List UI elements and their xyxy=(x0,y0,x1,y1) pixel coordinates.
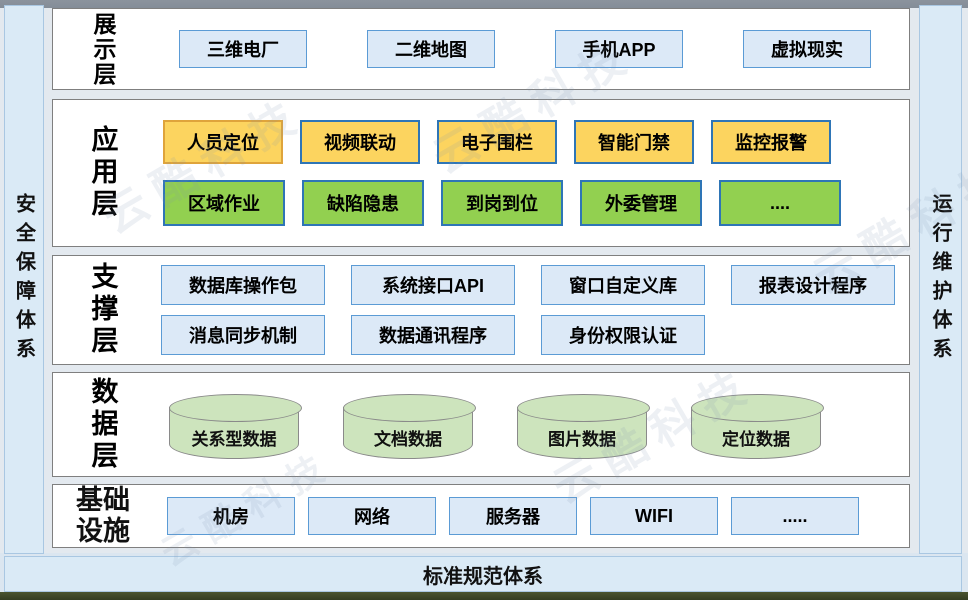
support-box-2: 系统接口API xyxy=(351,265,515,305)
data-cylinder-4-label: 定位数据 xyxy=(722,429,790,449)
data-cylinder-3: 图片数据 xyxy=(516,393,650,459)
app-green-box-1: 区域作业 xyxy=(163,180,285,226)
app-yellow-box-4: 智能门禁 xyxy=(574,120,694,164)
infra-box-4: WIFI xyxy=(590,497,718,535)
support-box-6: 数据通讯程序 xyxy=(351,315,515,355)
app-green-box-4: 外委管理 xyxy=(580,180,702,226)
infrastructure-layer-label: 基础设施 xyxy=(76,484,130,546)
standards-label: 标准规范体系 xyxy=(423,565,543,588)
operation-maintenance-label: 运行维护体系 xyxy=(929,192,951,367)
support-box-7: 身份权限认证 xyxy=(541,315,705,355)
support-box-4: 报表设计程序 xyxy=(731,265,895,305)
support-layer-label: 支撑层 xyxy=(87,262,118,358)
data-cylinder-1-label: 关系型数据 xyxy=(191,429,277,449)
infrastructure-layer-panel: 基础设施 机房 网络 服务器 WIFI ..... xyxy=(52,484,910,548)
infra-box-1: 机房 xyxy=(167,497,295,535)
presentation-box-4: 虚拟现实 xyxy=(743,30,871,68)
standards-bar: 标准规范体系 xyxy=(4,556,962,592)
support-box-5: 消息同步机制 xyxy=(161,315,325,355)
operation-maintenance-bar: 运行维护体系 xyxy=(919,5,962,554)
app-green-box-3: 到岗到位 xyxy=(441,180,563,226)
data-cylinder-2-label: 文档数据 xyxy=(374,429,442,449)
support-layer-panel: 支撑层 数据库操作包 系统接口API 窗口自定义库 报表设计程序 消息同步机制 … xyxy=(52,255,910,365)
application-layer-panel: 应用层 人员定位 视频联动 电子围栏 智能门禁 监控报警 区域作业 缺陷隐患 到… xyxy=(52,99,910,247)
data-layer-panel: 数据层 关系型数据 文档数据 图片数据 定位数据 xyxy=(52,372,910,477)
infra-box-5: ..... xyxy=(731,497,859,535)
infra-box-2: 网络 xyxy=(308,497,436,535)
infra-box-3: 服务器 xyxy=(449,497,577,535)
presentation-layer-label: 展示层 xyxy=(90,11,116,87)
data-cylinder-3-label: 图片数据 xyxy=(548,429,616,449)
app-green-box-5: .... xyxy=(719,180,841,226)
presentation-layer-panel: 展示层 三维电厂 二维地图 手机APP 虚拟现实 xyxy=(52,8,910,90)
security-assurance-label: 安全保障体系 xyxy=(12,192,35,367)
app-green-box-2: 缺陷隐患 xyxy=(302,180,424,226)
app-yellow-box-5: 监控报警 xyxy=(711,120,831,164)
application-layer-label: 应用层 xyxy=(87,125,118,221)
data-layer-label: 数据层 xyxy=(87,376,118,473)
presentation-box-3: 手机APP xyxy=(555,30,683,68)
app-yellow-box-1: 人员定位 xyxy=(163,120,283,164)
data-cylinder-4: 定位数据 xyxy=(690,393,824,459)
app-yellow-box-2: 视频联动 xyxy=(300,120,420,164)
data-cylinder-1: 关系型数据 xyxy=(168,393,302,459)
presentation-box-1: 三维电厂 xyxy=(179,30,307,68)
support-box-3: 窗口自定义库 xyxy=(541,265,705,305)
presentation-box-2: 二维地图 xyxy=(367,30,495,68)
support-box-1: 数据库操作包 xyxy=(161,265,325,305)
app-yellow-box-3: 电子围栏 xyxy=(437,120,557,164)
data-cylinder-2: 文档数据 xyxy=(342,393,476,459)
security-assurance-bar: 安全保障体系 xyxy=(4,5,44,554)
